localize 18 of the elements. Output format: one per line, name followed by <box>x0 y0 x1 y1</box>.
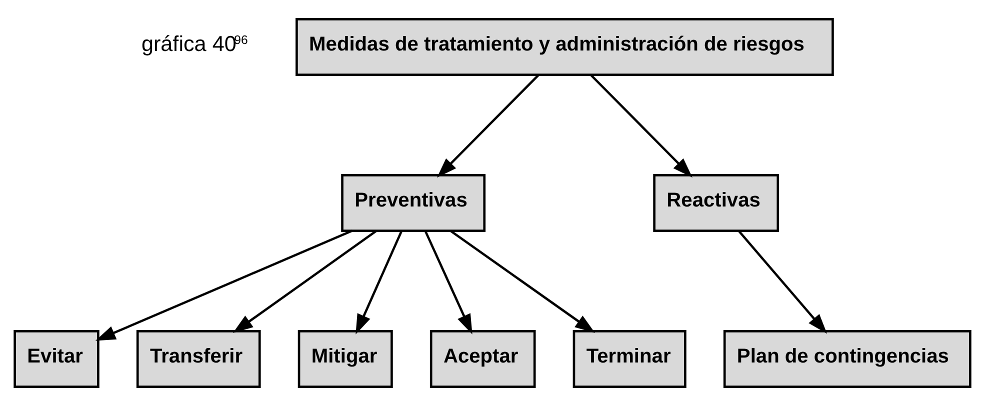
node-box: Plan de contingencias <box>723 330 972 388</box>
arrow <box>95 230 352 341</box>
arrow <box>738 230 828 334</box>
arrow <box>424 230 472 334</box>
node-box: Medidas de tratamiento y administración de riesgos <box>296 18 834 76</box>
node-box: Transferir <box>136 330 261 388</box>
arrow <box>590 74 692 178</box>
node-box: Reactivas <box>653 174 780 232</box>
node-box: Terminar <box>572 330 686 388</box>
node-box: Aceptar <box>430 330 536 388</box>
node-box: Mitigar <box>298 330 393 388</box>
node-box: Evitar <box>14 330 100 388</box>
label: gráfica 40$^{96}$ <box>141 31 248 56</box>
arrow <box>450 230 596 334</box>
arrow <box>232 230 378 334</box>
node-box: Preventivas <box>341 174 486 232</box>
arrow <box>436 74 540 178</box>
arrow <box>356 230 403 334</box>
